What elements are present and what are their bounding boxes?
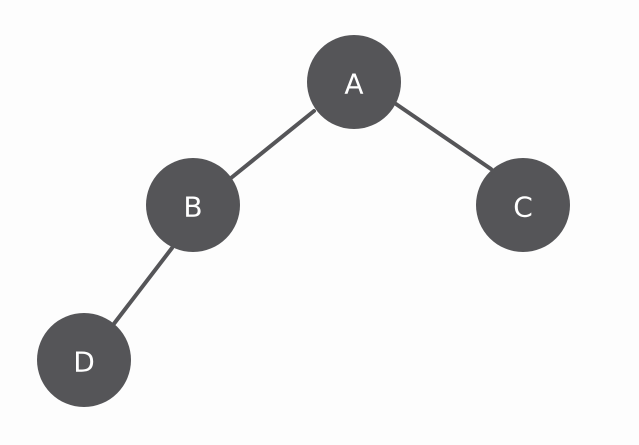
node-d: D: [37, 313, 131, 407]
node-a-label: A: [344, 68, 363, 101]
node-b-circle: [146, 158, 240, 252]
edge-a-c: [394, 102, 493, 171]
node-d-circle: [37, 313, 131, 407]
node-b-label: B: [183, 191, 202, 224]
node-d-label: D: [73, 346, 95, 379]
node-a-circle: [307, 35, 401, 129]
node-a: A: [307, 35, 401, 129]
edge-b-d: [111, 246, 174, 327]
node-b: B: [146, 158, 240, 252]
edge-a-b: [229, 109, 316, 180]
node-c-label: C: [513, 191, 533, 224]
node-c: C: [476, 158, 570, 252]
node-c-circle: [476, 158, 570, 252]
